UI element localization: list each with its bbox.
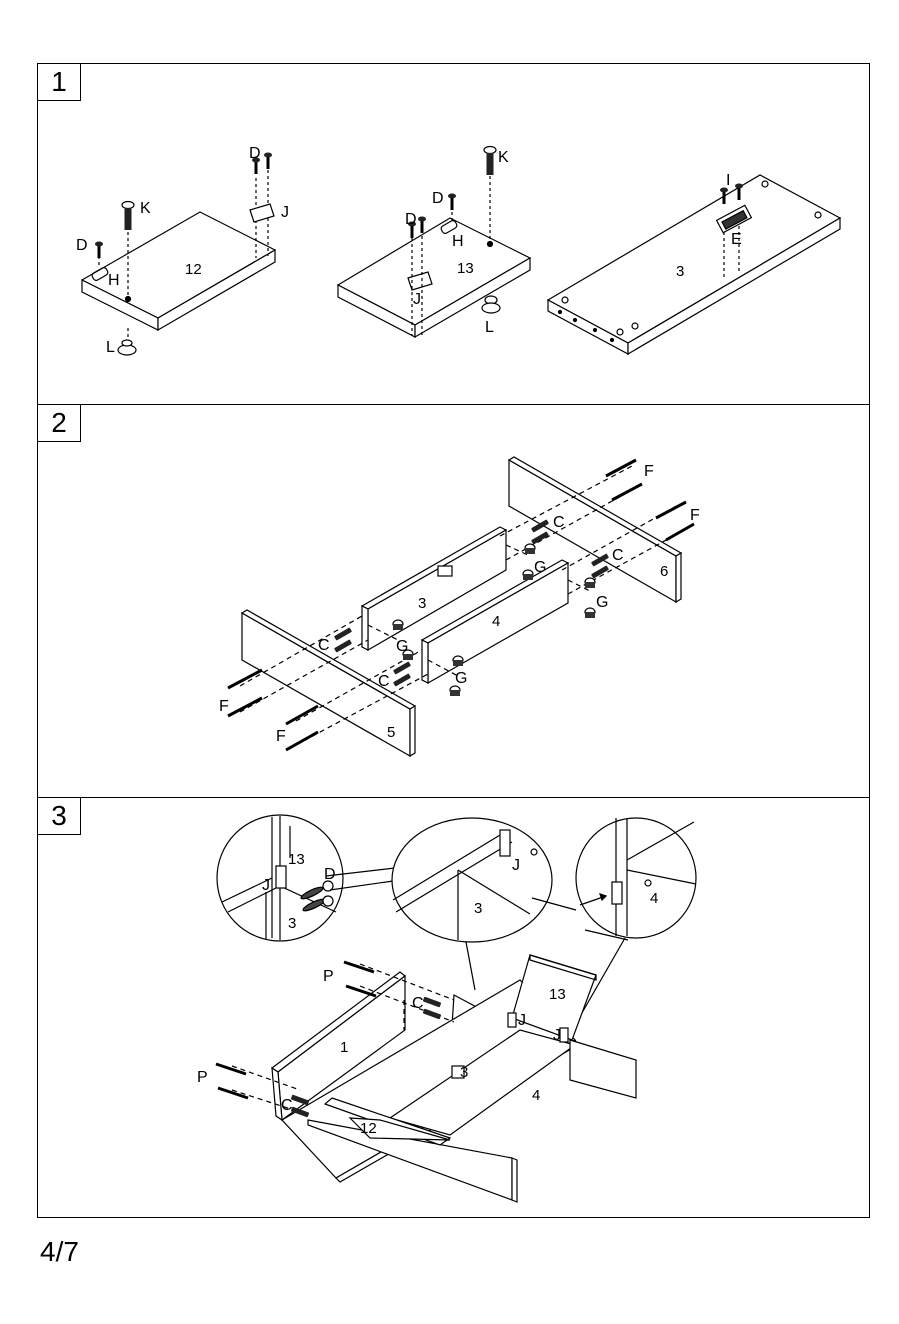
label-h: H — [452, 233, 464, 250]
label-d: D — [432, 190, 444, 207]
label-c: C — [412, 995, 424, 1012]
label-d: D — [405, 211, 417, 228]
label-f: F — [276, 728, 286, 745]
label-panel-13: 13 — [288, 851, 305, 868]
label-g: G — [455, 670, 467, 687]
label-panel-4: 4 — [650, 890, 658, 907]
label-j: J — [281, 204, 289, 221]
label-panel-13: 13 — [457, 260, 474, 277]
label-f: F — [219, 698, 229, 715]
label-j: J — [553, 1027, 561, 1044]
label-f: F — [690, 507, 700, 524]
label-panel-3: 3 — [288, 915, 296, 932]
label-panel-4: 4 — [492, 613, 500, 630]
label-c: C — [553, 514, 565, 531]
label-g: G — [596, 594, 608, 611]
label-p: P — [197, 1069, 208, 1086]
label-j: J — [512, 857, 520, 874]
label-c: C — [281, 1097, 293, 1114]
label-panel-3: 3 — [418, 595, 426, 612]
label-d: D — [324, 866, 336, 883]
label-panel-3: 3 — [474, 900, 482, 917]
label-panel-3: 3 — [460, 1064, 468, 1081]
label-panel-12: 12 — [185, 261, 202, 278]
label-d: D — [76, 237, 88, 254]
label-e: E — [731, 231, 742, 248]
label-panel-6: 6 — [660, 563, 668, 580]
label-j: J — [262, 877, 270, 894]
label-panel-13: 13 — [549, 986, 566, 1003]
label-k: K — [140, 200, 151, 217]
label-panel-5: 5 — [387, 724, 395, 741]
page-number: 4/7 — [40, 1236, 79, 1268]
label-panel-3: 3 — [676, 263, 684, 280]
step2-labels: F F C C G G 6 3 4 C G C G F F 5 — [219, 463, 700, 745]
label-j: J — [413, 291, 421, 308]
label-k: K — [498, 149, 509, 166]
label-l: L — [106, 339, 115, 356]
label-i: I — [726, 172, 730, 189]
step3-illustration — [217, 815, 696, 1202]
label-g: G — [396, 638, 408, 655]
label-c: C — [318, 637, 330, 654]
label-j: J — [518, 1012, 526, 1029]
label-panel-12: 12 — [360, 1120, 377, 1137]
label-c: C — [378, 673, 390, 690]
label-p: P — [323, 968, 334, 985]
label-panel-1: 1 — [340, 1039, 348, 1056]
label-g: G — [534, 559, 546, 576]
label-c: C — [612, 547, 624, 564]
label-d: D — [249, 145, 261, 162]
step2-hardware — [228, 460, 694, 750]
label-l: L — [485, 319, 494, 336]
label-panel-4: 4 — [532, 1087, 540, 1104]
label-f: F — [644, 463, 654, 480]
label-h: H — [108, 272, 120, 289]
